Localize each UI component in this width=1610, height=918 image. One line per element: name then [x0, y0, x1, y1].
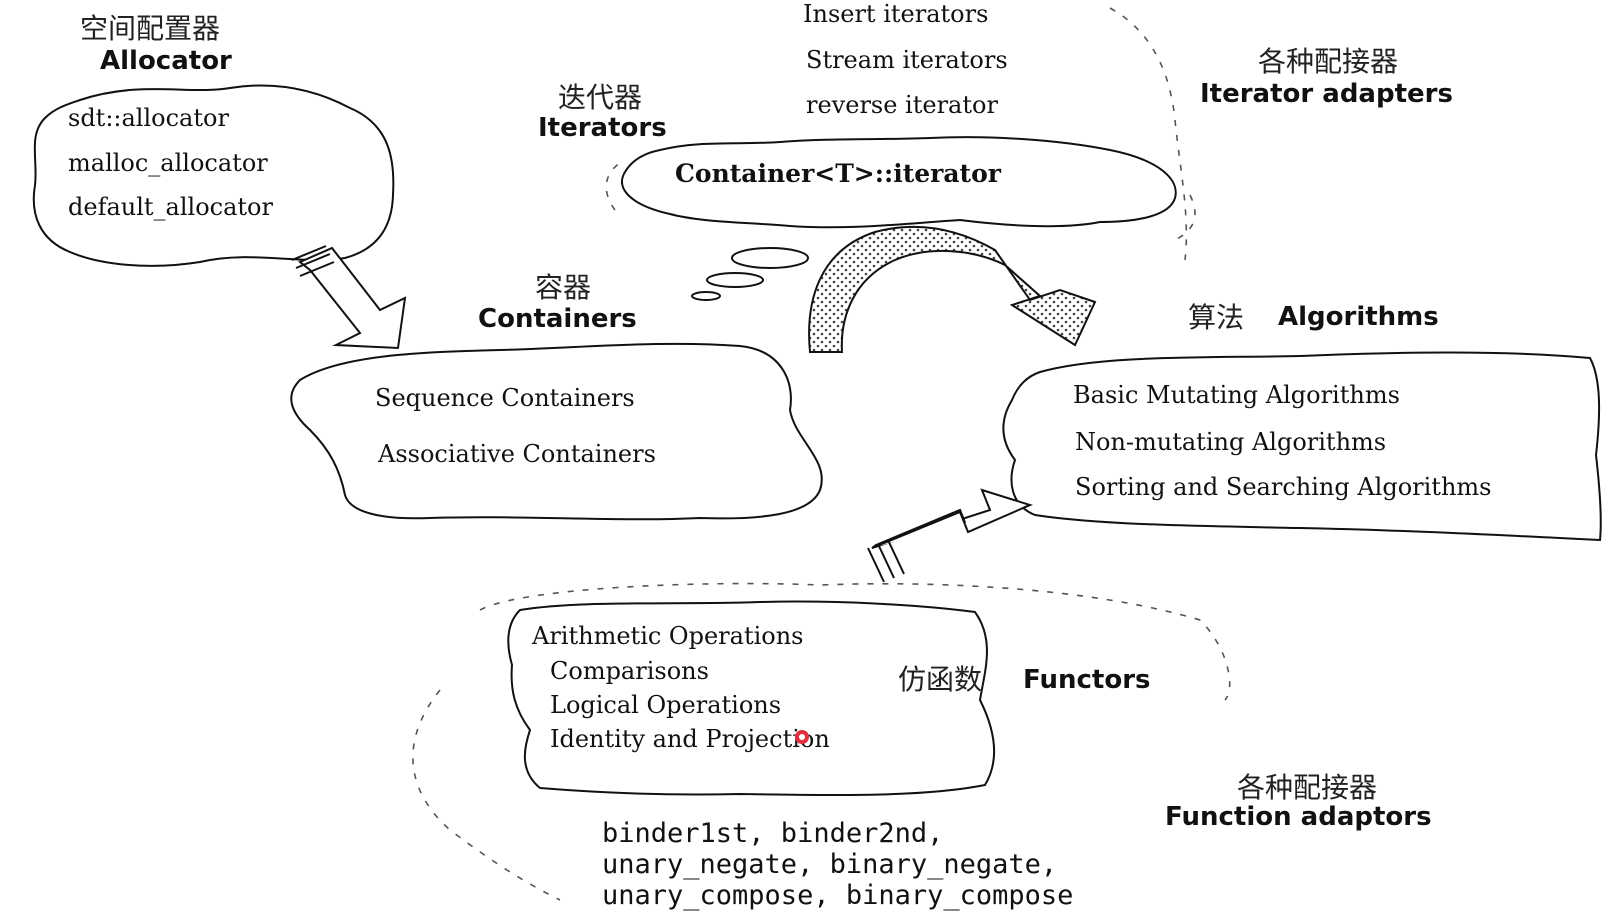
container-item: Associative Containers	[377, 440, 656, 468]
function-adaptor-line: unary_negate, binary_negate,	[602, 849, 1057, 880]
functors-title-cn: 仿函数	[898, 663, 982, 696]
iterator-adapters-title-cn: 各种配接器	[1258, 45, 1398, 78]
thought-bubble	[706, 272, 764, 288]
algorithms-title-cn: 算法	[1188, 301, 1244, 334]
iterators-title-en: Iterators	[538, 113, 667, 143]
containers-cloud	[290, 342, 823, 521]
functors-title-en: Functors	[1023, 665, 1151, 695]
functors-cloud	[507, 600, 996, 797]
iterator-to-algorithm-arrow	[808, 225, 1097, 353]
allocator-item: sdt::allocator	[68, 104, 229, 132]
function-adaptor-line: binder1st, binder2nd,	[602, 818, 943, 849]
functor-item: Identity and Projection	[550, 725, 830, 753]
functors-to-algorithms-arrow	[867, 488, 1033, 583]
containers-title-cn: 容器	[535, 271, 591, 304]
function-adaptor-line: unary_compose, binary_compose	[602, 880, 1073, 911]
allocator-title-cn: 空间配置器	[80, 12, 220, 45]
function-adaptors-title-en: Function adaptors	[1165, 802, 1432, 832]
containers-title-en: Containers	[478, 304, 637, 334]
functor-adapters-boundary	[412, 582, 1231, 901]
container-item: Sequence Containers	[375, 384, 635, 412]
functor-item: Comparisons	[550, 657, 709, 685]
iterator-adapter-item: Insert iterators	[803, 0, 988, 28]
pointer-marker-icon	[795, 730, 809, 744]
functor-item: Arithmetic Operations	[531, 622, 804, 650]
allocator-title-en: Allocator	[100, 46, 232, 76]
functor-item: Logical Operations	[550, 691, 781, 719]
iterator-cloud-dash	[605, 159, 1196, 241]
algorithms-cloud	[1002, 351, 1602, 542]
algorithm-item: Non-mutating Algorithms	[1075, 428, 1386, 456]
algorithm-item: Sorting and Searching Algorithms	[1075, 473, 1491, 501]
algorithms-title-en: Algorithms	[1278, 302, 1439, 332]
iterator-cloud-text: Container<T>::iterator	[675, 159, 1002, 188]
algorithm-item: Basic Mutating Algorithms	[1073, 381, 1400, 409]
iterator-adapter-item: reverse iterator	[806, 91, 998, 119]
allocator-item: default_allocator	[68, 193, 273, 221]
iterators-title-cn: 迭代器	[558, 81, 642, 114]
thought-bubble	[691, 291, 721, 301]
iterator-adapters-title-en: Iterator adapters	[1200, 79, 1453, 109]
iterator-cloud	[621, 136, 1177, 229]
thought-bubble	[731, 247, 809, 269]
allocator-item: malloc_allocator	[68, 149, 268, 177]
iterator-adapter-item: Stream iterators	[806, 46, 1008, 74]
allocator-to-containers-arrow	[291, 245, 407, 350]
function-adaptors-title-cn: 各种配接器	[1237, 771, 1377, 804]
